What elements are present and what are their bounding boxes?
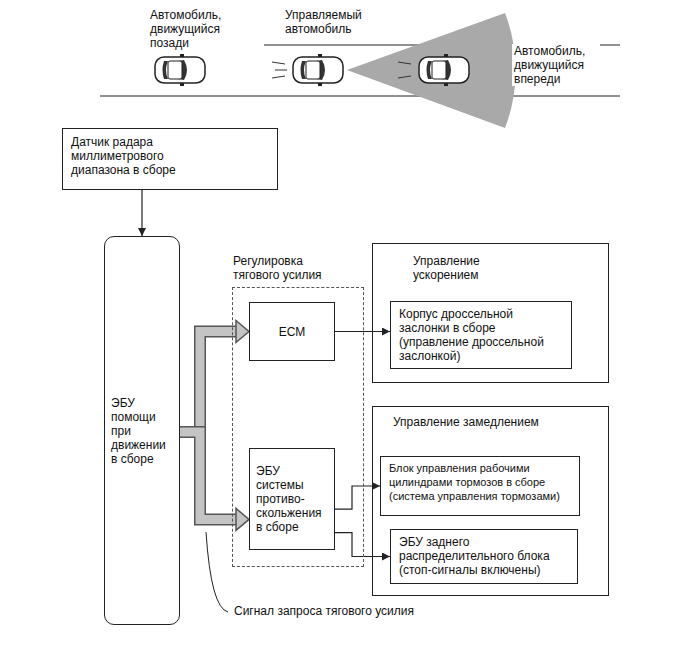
signal-label: Сигнал запроса тягового усилия (232, 604, 416, 618)
node-text: ЭБУ помощи при движении в сборе (111, 396, 173, 466)
node-text: Управление ускорением (413, 254, 523, 282)
node-text: Управление замедлением (393, 415, 598, 429)
process-box: ECM (249, 302, 335, 361)
motion-lines (272, 62, 411, 78)
node-text: ECM (279, 325, 306, 339)
connector (142, 190, 143, 236)
process-box: Блок управления рабочими цилиндрами торм… (380, 456, 580, 516)
node-text: ЭБУ заднего распределительного блока (ст… (399, 535, 569, 577)
connector (335, 486, 380, 509)
group-box: Управление замедлениемБлок управления ра… (372, 406, 609, 596)
vehicle-label: Автомобиль, движущийся впереди (512, 44, 600, 86)
connector (180, 432, 249, 530)
process-box: Корпус дроссельной заслонки в сборе (упр… (390, 301, 572, 369)
group-box: Регулировка тягового усилияECMЭБУ систем… (232, 287, 364, 567)
node-text: Корпус дроссельной заслонки в сборе (упр… (399, 307, 563, 363)
connector (335, 331, 390, 332)
road-edge (100, 95, 620, 96)
car-ahead (419, 54, 469, 86)
node-text: Блок управления рабочими цилиндрами торм… (389, 461, 571, 503)
group-box: Управление ускорениемКорпус дроссельной … (372, 243, 609, 383)
node-text: ЭБУ системы противо- скольжения в сборе (256, 464, 328, 534)
vehicle-label: Автомобиль, движущийся позади (148, 8, 264, 50)
group-heading: Регулировка тягового усилия (233, 254, 343, 282)
own-car (293, 54, 343, 86)
process-box: ЭБУ системы противо- скольжения в сборе (249, 448, 335, 550)
leader-line (206, 532, 228, 612)
connector (335, 533, 390, 557)
car-behind (155, 54, 205, 86)
node-text: Датчик радара миллиметрового диапазона в… (71, 135, 221, 177)
connector (180, 321, 249, 433)
process-box: ЭБУ заднего распределительного блока (ст… (390, 529, 578, 584)
ecu-box: ЭБУ помощи при движении в сборе (104, 236, 180, 625)
sensor-box: Датчик радара миллиметрового диапазона в… (62, 128, 278, 190)
vehicle-label: Управляемый автомобиль (283, 8, 387, 36)
